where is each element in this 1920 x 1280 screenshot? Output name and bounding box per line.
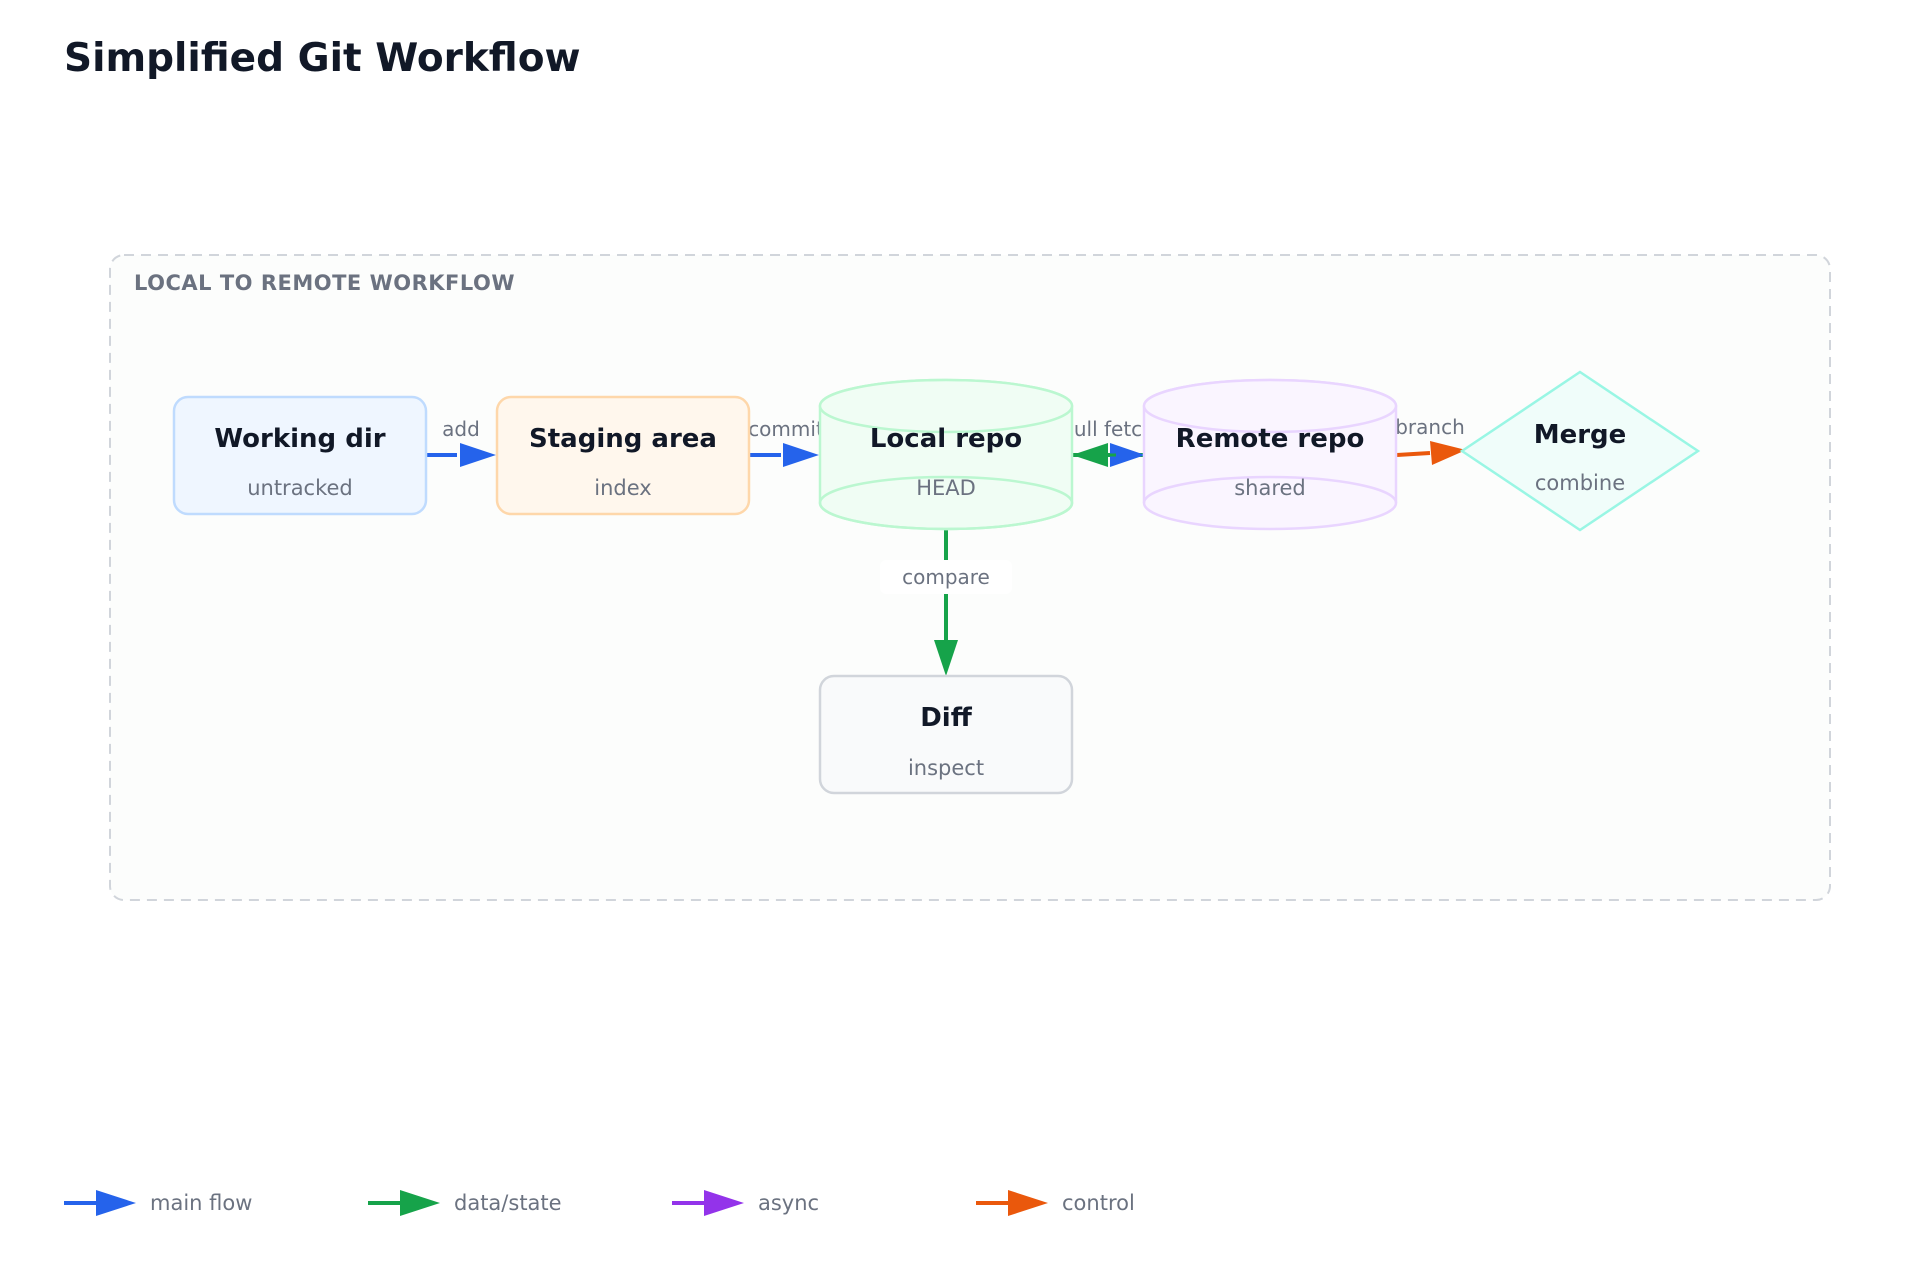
- legend-label-async: async: [758, 1191, 820, 1215]
- node-local-repo[interactable]: Local repo HEAD: [818, 378, 1074, 531]
- node-staging-area[interactable]: Staging area index: [495, 395, 751, 516]
- node-merge-title: Merge: [1534, 420, 1627, 450]
- node-merge[interactable]: Merge combine: [1459, 370, 1701, 532]
- group-label: LOCAL TO REMOTE WORKFLOW: [134, 271, 515, 295]
- node-diff-subtitle: inspect: [908, 756, 984, 780]
- edge-pull-fetch: pull fetch: [1061, 417, 1155, 467]
- edge-compare: compare: [880, 530, 1012, 676]
- node-local-repo-subtitle: HEAD: [916, 476, 976, 500]
- node-merge-subtitle: combine: [1535, 471, 1625, 495]
- node-staging-area-subtitle: index: [594, 476, 651, 500]
- legend-label-main-flow: main flow: [150, 1191, 253, 1215]
- legend-label-control: control: [1062, 1191, 1135, 1215]
- legend-label-data-state: data/state: [454, 1191, 562, 1215]
- edge-label-branch: branch: [1395, 415, 1465, 439]
- legend-item-main-flow: main flow: [64, 1186, 252, 1220]
- node-remote-repo-subtitle: shared: [1234, 476, 1306, 500]
- legend-item-data-state: data/state: [368, 1186, 562, 1220]
- node-diff[interactable]: Diff inspect: [818, 674, 1074, 795]
- node-remote-repo[interactable]: Remote repo shared: [1142, 378, 1398, 531]
- legend-swatch-main-flow: [64, 1190, 136, 1216]
- node-working-dir-subtitle: untracked: [247, 476, 353, 500]
- edge-label-pull-fetch: pull fetch: [1061, 417, 1155, 441]
- node-working-dir-title: Working dir: [214, 424, 385, 454]
- diagram-title: Simplified Git Workflow: [64, 36, 581, 81]
- edge-branch: branch: [1395, 415, 1466, 465]
- edge-label-commit: commit: [748, 417, 824, 441]
- legend-swatch-control: [976, 1190, 1048, 1216]
- node-remote-repo-title: Remote repo: [1176, 424, 1365, 454]
- legend-swatch-data-state: [368, 1190, 440, 1216]
- node-working-dir[interactable]: Working dir untracked: [172, 395, 428, 516]
- edge-add: add: [426, 417, 496, 467]
- legend-swatch-async: [672, 1190, 744, 1216]
- edge-label-compare: compare: [902, 565, 990, 589]
- node-diff-title: Diff: [920, 703, 972, 733]
- edge-commit: commit: [748, 417, 824, 467]
- node-local-repo-title: Local repo: [870, 424, 1022, 454]
- node-staging-area-title: Staging area: [529, 424, 717, 454]
- legend-item-control: control: [976, 1186, 1135, 1220]
- legend-item-async: async: [672, 1186, 819, 1220]
- edge-label-add: add: [442, 417, 480, 441]
